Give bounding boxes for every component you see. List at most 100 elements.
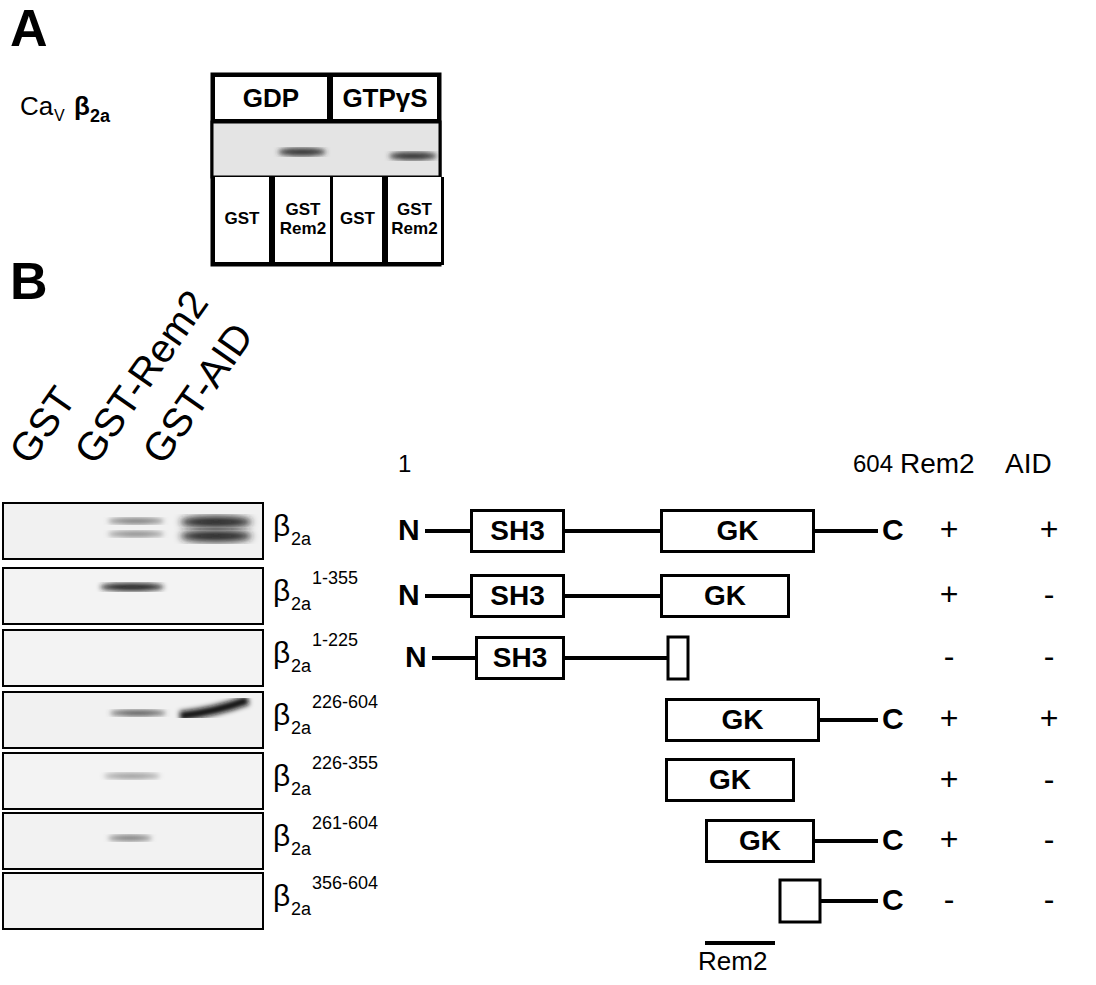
construct-name: 2a [291, 780, 311, 798]
backbone-line [815, 839, 878, 843]
protein-name: V [54, 108, 65, 124]
domain-box: SH3 [475, 636, 565, 680]
column-header: Rem2 [900, 450, 975, 478]
binding-result: - [938, 640, 960, 672]
lane-cell: GST [330, 177, 385, 265]
blot-strip [3, 753, 263, 809]
construct-name: 2a [291, 840, 311, 858]
backbone-line [820, 899, 878, 903]
lane-cell: GST Rem2 [272, 177, 334, 265]
binding-result: + [1038, 513, 1060, 545]
residue-number: 1 [398, 452, 411, 476]
backbone-line [815, 529, 878, 533]
blot-strip [3, 692, 263, 748]
construct-name: β [273, 638, 290, 668]
binding-result: + [1038, 702, 1060, 734]
binding-result: - [938, 883, 960, 915]
blot-band [100, 583, 164, 591]
terminus-label: C [882, 885, 904, 915]
node-text: GST [225, 210, 260, 229]
construct-name: 2a [291, 595, 311, 613]
terminus-label: C [882, 825, 904, 855]
domain-fragment [668, 637, 688, 679]
backbone-line [820, 718, 878, 722]
construct-name: β [273, 881, 290, 911]
backbone-line [425, 594, 470, 598]
blot-panels [3, 503, 263, 929]
node-text: GK [709, 765, 751, 796]
node-text: GK [722, 705, 764, 736]
residue-range: 1-355 [312, 569, 358, 587]
blot-strip [3, 630, 263, 686]
construct-name: 2a [291, 719, 311, 737]
protein-name: Ca [20, 93, 53, 119]
blot-band [108, 531, 164, 537]
binding-result: + [938, 578, 960, 610]
construct-name: β [273, 700, 290, 730]
node-text: GK [739, 826, 781, 857]
backbone-line [425, 529, 470, 533]
construct-name: 2a [291, 657, 311, 675]
node-text: SH3 [490, 581, 544, 612]
domain-fragment [780, 880, 820, 922]
binding-result: + [938, 763, 960, 795]
binding-result: - [1038, 578, 1060, 610]
domain-box: GK [665, 698, 820, 742]
protein-backbone [425, 531, 878, 943]
terminus-label: N [398, 580, 420, 610]
backbone-connector [565, 594, 660, 598]
domain-box: SH3 [470, 509, 565, 553]
binding-result: + [938, 702, 960, 734]
panel-letter: A [10, 2, 48, 54]
node-text: GTPγS [342, 84, 427, 113]
construct-name: β [273, 511, 290, 541]
terminus-label: C [882, 704, 904, 734]
construct-name: 2a [291, 530, 311, 548]
terminus-label: N [398, 515, 420, 545]
residue-range: 356-604 [312, 874, 378, 892]
backbone-connector [565, 529, 660, 533]
binding-result: + [938, 513, 960, 545]
terminus-label: N [405, 642, 427, 672]
construct-name: β [273, 761, 290, 791]
blot-strip [212, 122, 440, 177]
node-text: GST Rem2 [275, 201, 331, 238]
node-text: GDP [243, 84, 299, 113]
blot-band [108, 518, 164, 524]
blot-band [108, 835, 152, 841]
binding-result: - [1038, 763, 1060, 795]
domain-box: GK [665, 758, 795, 802]
construct-name: β [273, 576, 290, 606]
blot-strip [3, 813, 263, 869]
backbone-line [565, 656, 668, 660]
condition-cell: GTPγS [330, 74, 440, 122]
construct-name: 2a [291, 900, 311, 918]
lane-cell: GST Rem2 [385, 177, 444, 265]
binding-result: - [1038, 640, 1060, 672]
blot-bands [100, 516, 252, 841]
blot-band [110, 710, 166, 716]
blot-band [180, 530, 252, 542]
backbone-line [432, 656, 475, 660]
binding-region-bar [705, 941, 775, 945]
blot-band [180, 516, 252, 528]
construct-name: β [273, 821, 290, 851]
binding-result: - [1038, 823, 1060, 855]
lane-label: GST [2, 380, 82, 470]
blot-strip [3, 568, 263, 624]
domain-box: SH3 [470, 574, 565, 618]
column-header: AID [1005, 450, 1052, 478]
lane-cell: GST [212, 177, 272, 265]
residue-range: 261-604 [312, 814, 378, 832]
blot-band [278, 148, 326, 156]
blot-strip [3, 503, 263, 559]
residue-range: 226-604 [312, 693, 378, 711]
domain-box: GK [705, 819, 815, 863]
residue-range: 226-355 [312, 754, 378, 772]
node-text: GST [340, 210, 375, 229]
blot-band [389, 152, 437, 160]
node-text: GK [717, 516, 759, 547]
panel-frame [212, 74, 440, 265]
node-text: GK [704, 581, 746, 612]
